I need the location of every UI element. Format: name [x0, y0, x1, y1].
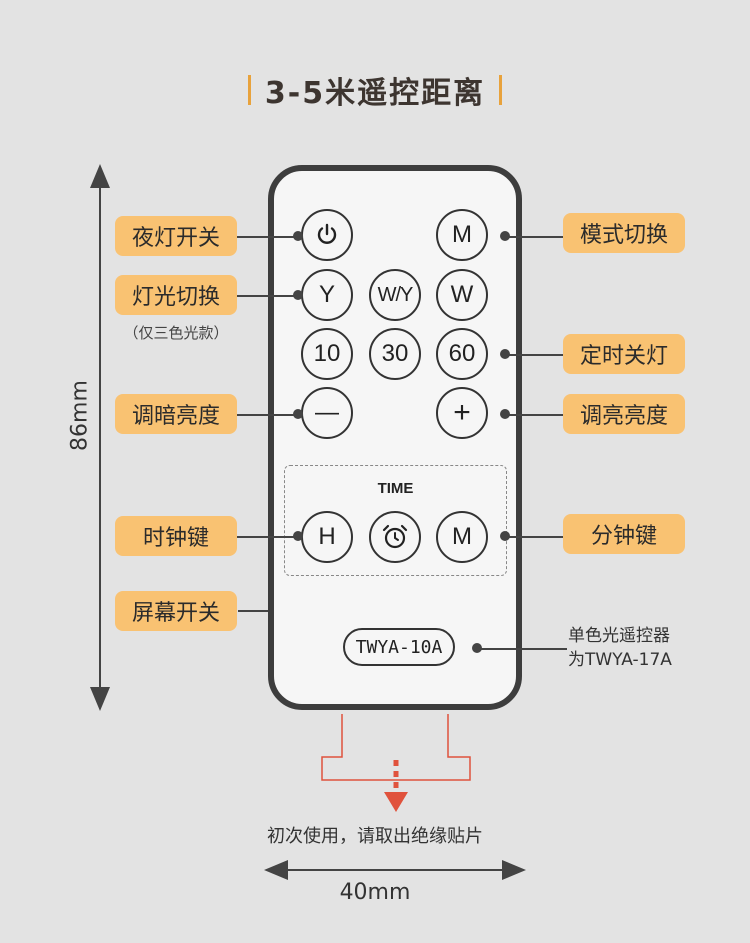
- title-bar-left: [247, 75, 251, 105]
- hour-button-label: H: [318, 523, 336, 550]
- minute-button-label: M: [452, 523, 472, 550]
- model-badge: TWYA-10A: [343, 628, 455, 666]
- light-switch-leader: [237, 295, 298, 297]
- timer-off-callout-text: 定时关灯: [579, 344, 668, 369]
- white-yellow-button-label: W/Y: [377, 283, 414, 306]
- model-note: 单色光遥控器 为TWYA-17A: [568, 624, 738, 672]
- insulation-tab-outline: [321, 714, 471, 781]
- dim-leader-dot: [293, 409, 303, 419]
- light-switch-callout-text: 灯光切换: [131, 285, 220, 310]
- model-note-line-2: 为TWYA-17A: [568, 650, 672, 670]
- light-switch-callout: 灯光切换: [115, 275, 237, 315]
- dim-button-label: —: [315, 399, 339, 426]
- hour-button[interactable]: H: [301, 511, 353, 563]
- width-dimension-label: 40mm: [339, 880, 411, 905]
- screen-callout-text: 屏幕开关: [131, 601, 220, 626]
- time-section-frame: [284, 465, 507, 576]
- brighten-callout: 调亮亮度: [563, 394, 685, 434]
- hour-leader: [237, 536, 298, 538]
- minute-leader: [505, 536, 563, 538]
- yellow-button-label: Y: [318, 281, 335, 308]
- minute-callout: 分钟键: [563, 514, 685, 554]
- light-switch-subnote: （仅三色光款）: [123, 324, 229, 342]
- brighten-button[interactable]: +: [436, 387, 488, 439]
- white-light-button[interactable]: W: [436, 269, 488, 321]
- mode-callout: 模式切换: [563, 213, 685, 253]
- timer-60-label: 60: [448, 340, 476, 367]
- height-arrow-bottom: [90, 687, 110, 711]
- screen-switch-button[interactable]: [369, 511, 421, 563]
- mode-button-label: M: [452, 221, 472, 248]
- brighten-callout-text: 调亮亮度: [579, 404, 668, 429]
- hour-leader-dot: [293, 531, 303, 541]
- alarm-clock-icon: [382, 524, 408, 549]
- model-text: TWYA-10A: [355, 636, 443, 658]
- mode-button[interactable]: M: [436, 209, 488, 261]
- night-light-callout-text: 夜灯开关: [131, 226, 220, 251]
- screen-callout: 屏幕开关: [115, 591, 237, 631]
- dim-leader: [237, 414, 298, 416]
- minute-button[interactable]: M: [436, 511, 488, 563]
- timer-off-callout: 定时关灯: [563, 334, 685, 374]
- title-text: 3-5米遥控距离: [264, 76, 486, 111]
- light-switch-leader-dot: [293, 290, 303, 300]
- yellow-light-button[interactable]: Y: [301, 269, 353, 321]
- mode-leader: [505, 236, 563, 238]
- height-dimension-label: 86mm: [67, 380, 93, 451]
- title-bar-right: [499, 75, 503, 105]
- mode-callout-text: 模式切换: [579, 223, 668, 248]
- width-arrow-left: [264, 860, 288, 880]
- timer-30-label: 30: [381, 340, 409, 367]
- dim-callout-text: 调暗亮度: [131, 404, 220, 429]
- timer-leader: [505, 354, 563, 356]
- brighten-leader: [505, 414, 563, 416]
- timer-10-label: 10: [313, 340, 341, 367]
- dim-button[interactable]: —: [301, 387, 353, 439]
- brighten-button-label: +: [453, 396, 471, 429]
- timer-30-button[interactable]: 30: [369, 328, 421, 380]
- night-light-callout: 夜灯开关: [115, 216, 237, 256]
- white-yellow-light-button[interactable]: W/Y: [369, 269, 421, 321]
- tab-pull-arrow: [384, 792, 408, 812]
- height-arrow-top: [90, 164, 110, 188]
- time-section-label: TIME: [377, 480, 414, 497]
- timer-10-button[interactable]: 10: [301, 328, 353, 380]
- insulation-note: 初次使用，请取出绝缘贴片: [267, 826, 483, 847]
- power-button[interactable]: [301, 209, 353, 261]
- power-icon: [317, 223, 337, 244]
- model-leader: [477, 648, 567, 650]
- model-note-line-1: 单色光遥控器: [568, 626, 670, 646]
- hour-callout-text: 时钟键: [142, 526, 209, 551]
- white-button-label: W: [450, 281, 474, 308]
- width-arrow-right: [502, 860, 526, 880]
- night-light-leader-dot: [293, 231, 303, 241]
- page-title: 3-5米遥控距离: [0, 68, 750, 112]
- dim-callout: 调暗亮度: [115, 394, 237, 434]
- timer-60-button[interactable]: 60: [436, 328, 488, 380]
- night-light-leader: [237, 236, 298, 238]
- hour-callout: 时钟键: [115, 516, 237, 556]
- minute-callout-text: 分钟键: [590, 524, 657, 549]
- remote-body: [268, 165, 522, 710]
